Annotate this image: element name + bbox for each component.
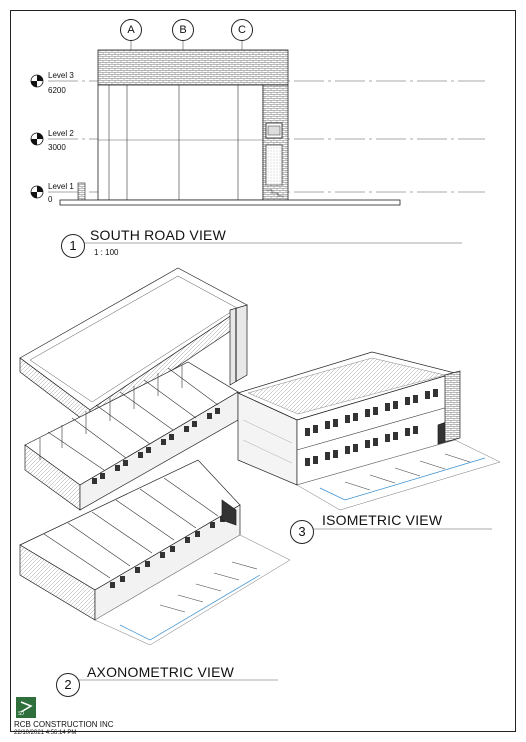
logo-text: SJ: [18, 711, 24, 717]
view-scale-south: 1 : 100: [94, 248, 119, 257]
grid-bubble-a: A: [120, 19, 142, 41]
view-number-axonometric: 2: [56, 673, 80, 697]
level-symbol-2: [30, 132, 44, 146]
drawing-sheet-border: [10, 10, 516, 732]
level-1-elevation: 0: [48, 195, 53, 204]
grid-bubble-b: B: [172, 19, 194, 41]
level-3-name: Level 3: [48, 71, 74, 80]
level-1-name: Level 1: [48, 182, 74, 191]
view-number-isometric: 3: [290, 520, 314, 544]
south-road-elevation: [30, 40, 485, 206]
grid-bubble-c: C: [231, 19, 253, 41]
level-symbol-3: [30, 74, 44, 88]
iso-parking: [296, 439, 501, 511]
ground-line: [59, 199, 401, 206]
view-title-isometric: ISOMETRIC VIEW: [322, 512, 443, 528]
level-2-elevation: 3000: [48, 143, 66, 152]
print-timestamp: 22/10/2021 4:56:14 PM: [14, 730, 77, 736]
company-name: RCB CONSTRUCTION INC: [14, 720, 114, 729]
view-number-south: 1: [61, 234, 85, 258]
parking-lot: [94, 534, 291, 646]
level-2-name: Level 2: [48, 129, 74, 138]
facade-frame: [97, 84, 264, 201]
view-title-axonometric: AXONOMETRIC VIEW: [87, 664, 235, 680]
level-symbol-1: [30, 185, 44, 199]
parapet-brick: [97, 49, 289, 86]
isometric-drawing: [237, 351, 501, 511]
view-title-south: SOUTH ROAD VIEW: [90, 227, 227, 243]
axonometric-drawing: [19, 267, 291, 646]
level-3-elevation: 6200: [48, 86, 66, 95]
company-logo: [16, 697, 36, 718]
